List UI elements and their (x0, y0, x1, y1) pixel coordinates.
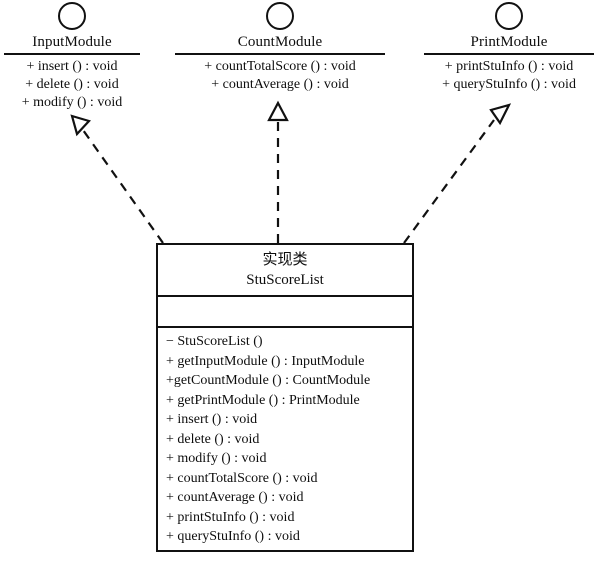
class-name: StuScoreList (246, 272, 324, 288)
operation-item: + delete () : void (166, 431, 260, 447)
interface-title: CountModule (237, 34, 323, 50)
interface-lollipop-circle-icon (266, 2, 294, 30)
interface-title: PrintModule (470, 34, 548, 50)
operation-item: +getCountModule () : CountModule (166, 373, 371, 388)
interface-input-module: InputModule + insert () : void + delete … (4, 2, 140, 112)
hollow-triangle-arrowhead (267, 100, 289, 122)
class-operations-compartment: − StuScoreList () + getInputModule () : … (158, 328, 412, 547)
operation-item: + countAverage () : void (211, 77, 349, 92)
operation-item: + insert () : void (26, 59, 118, 74)
operation-item: − StuScoreList () (166, 334, 263, 349)
interface-title: InputModule (32, 34, 112, 50)
dashed-line (403, 119, 495, 244)
operation-item: + printStuInfo () : void (444, 59, 574, 74)
interface-count-module: CountModule + countTotalScore () : void … (175, 2, 385, 94)
class-attributes-compartment (158, 297, 412, 328)
interface-lollipop-circle-icon (58, 2, 86, 30)
operation-item: + countAverage () : void (166, 490, 304, 505)
dashed-line (82, 129, 164, 244)
operation-item: + countTotalScore () : void (166, 470, 318, 486)
operation-item: + insert () : void (166, 412, 258, 427)
interface-operations-list: + countTotalScore () : void + countAvera… (175, 57, 385, 94)
interface-operations-list: + printStuInfo () : void + queryStuInfo … (424, 57, 594, 94)
interface-lollipop-circle-icon (495, 2, 523, 30)
operation-item: + getInputModule () : InputModule (166, 353, 365, 369)
operation-item: + queryStuInfo () : void (442, 77, 576, 92)
realization-count-module (267, 100, 289, 243)
operation-item: + delete () : void (25, 77, 119, 92)
operation-item: + modify () : void (166, 451, 267, 466)
class-header: 实现类 StuScoreList (158, 245, 412, 297)
interface-title-divider (4, 53, 140, 55)
hollow-triangle-arrowhead (489, 103, 512, 126)
operation-item: + queryStuInfo () : void (166, 529, 300, 544)
hollow-triangle-arrowhead (70, 114, 92, 137)
operation-item: + modify () : void (21, 95, 123, 110)
interface-operations-list: + insert () : void + delete () : void + … (4, 57, 140, 112)
operation-item: + countTotalScore () : void (204, 59, 356, 74)
operation-item: + getPrintModule () : PrintModule (166, 392, 360, 408)
realization-input-module (70, 114, 164, 244)
class-box-stu-score-list: 实现类 StuScoreList − StuScoreList () + get… (156, 243, 414, 552)
operation-item: + printStuInfo () : void (166, 509, 295, 525)
interface-title-divider (424, 53, 594, 55)
realization-print-module (403, 103, 512, 244)
interface-print-module: PrintModule + printStuInfo () : void + q… (424, 2, 594, 94)
interface-title-divider (175, 53, 385, 55)
class-stereotype: 实现类 (262, 250, 308, 268)
